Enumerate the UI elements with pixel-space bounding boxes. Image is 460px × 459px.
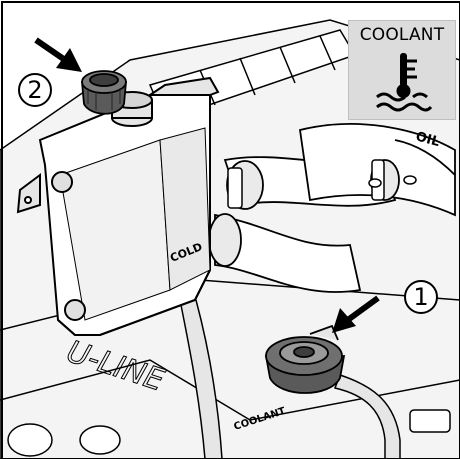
expansion-tank-cap[interactable]: [81, 70, 127, 115]
overflow-hose: [179, 299, 401, 459]
oil-marking: OIL: [414, 129, 441, 150]
hose-clamps: [227, 159, 451, 433]
step-1-label: 1: [404, 280, 438, 314]
arrow-step-2: [34, 37, 82, 72]
step-2-label: 2: [18, 73, 52, 107]
expansion-tank: [16, 76, 220, 336]
radiator-cap[interactable]: [264, 324, 346, 394]
coolant-temperature-icon: [376, 53, 433, 112]
arrow-step-1: [332, 295, 380, 333]
coolant-badge: COOLANT: [348, 20, 456, 120]
coolant-badge-title: COOLANT: [359, 25, 445, 45]
lower-fittings: [7, 175, 417, 457]
